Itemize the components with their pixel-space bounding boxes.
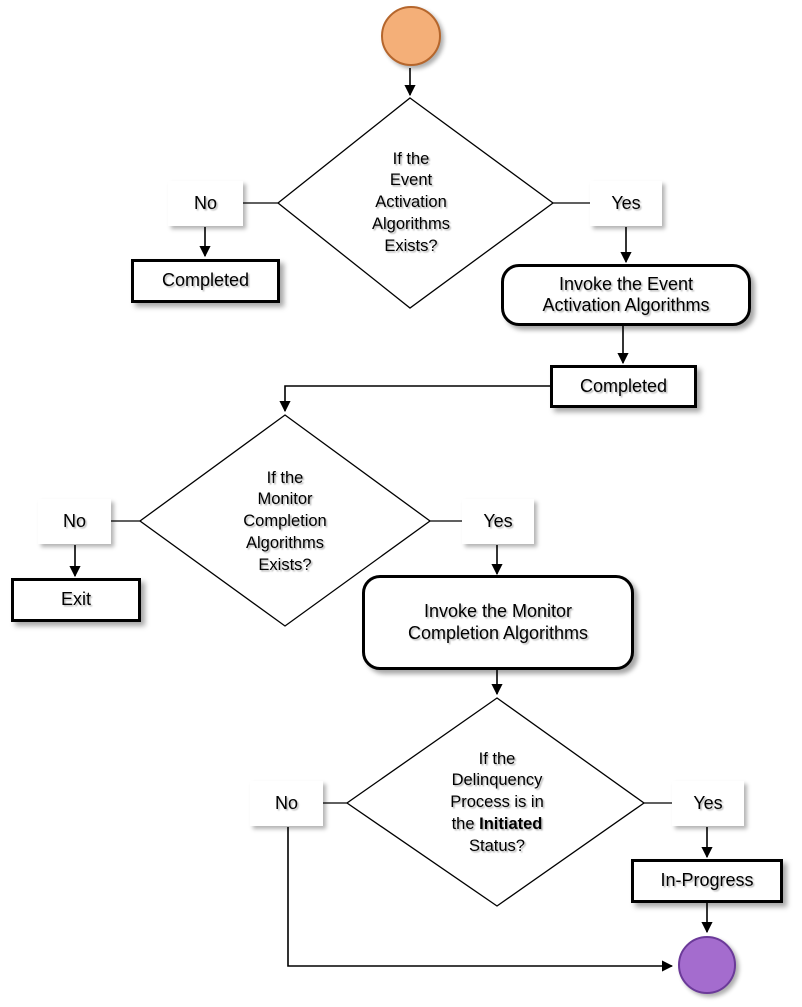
edge-label-no-2-text: No: [62, 510, 86, 531]
process-box-invoke-monitor-completion[interactable]: Invoke the Monitor Completion Algorithms: [362, 575, 634, 670]
decision-monitor-completion-text[interactable]: If the Monitor Completion Algorithms Exi…: [205, 447, 365, 597]
state-box-completed-2-label: Completed: [579, 375, 668, 396]
edge-label-no-1[interactable]: No: [168, 181, 243, 226]
start-terminator-circle[interactable]: [381, 6, 441, 66]
decision2-line-2: Monitor: [257, 490, 313, 509]
decision2-line-1: If the: [266, 468, 304, 487]
decision-delinquency-status-text[interactable]: If the Delinquency Process is in the Ini…: [413, 730, 581, 876]
state-box-completed-1-label: Completed: [161, 270, 250, 291]
state-box-in-progress[interactable]: In-Progress: [631, 859, 783, 903]
decision3-bold-initiated: Initiated: [479, 814, 543, 833]
decision3-line-5: Status?: [469, 836, 525, 855]
decision1-line-4: Algorithms: [372, 214, 450, 233]
process-invoke-event-line-2: Activation Algorithms: [542, 295, 710, 315]
end-terminator-circle[interactable]: [678, 936, 736, 994]
decision3-line-1: If the: [478, 749, 516, 768]
state-box-in-progress-label: In-Progress: [660, 870, 754, 891]
decision-event-activation-text[interactable]: If the Event Activation Algorithms Exist…: [330, 128, 492, 278]
decision1-line-1: If the: [392, 149, 430, 168]
edge-label-no-1-text: No: [193, 192, 217, 213]
state-box-exit[interactable]: Exit: [11, 578, 141, 622]
decision3-line-2: Delinquency: [451, 771, 543, 790]
state-box-completed-2[interactable]: Completed: [550, 365, 697, 408]
decision2-line-3: Completion: [243, 512, 327, 531]
process-invoke-event-line-1: Invoke the Event: [558, 273, 694, 294]
decision3-line-4: the Initiated: [450, 814, 544, 836]
edge-label-yes-2[interactable]: Yes: [462, 499, 534, 544]
process-box-invoke-event-activation[interactable]: Invoke the Event Activation Algorithms: [501, 264, 751, 326]
edge-label-no-2[interactable]: No: [38, 499, 111, 544]
decision2-line-4: Algorithms: [246, 533, 324, 552]
edge-label-yes-2-text: Yes: [483, 510, 513, 531]
process-invoke-monitor-line-1: Invoke the Monitor: [423, 601, 573, 622]
edge-label-no-3[interactable]: No: [250, 781, 323, 826]
edge-label-no-3-text: No: [274, 792, 298, 813]
decision3-line-4-prefix: the: [451, 814, 480, 833]
decision1-line-5: Exists?: [384, 236, 438, 255]
state-box-exit-label: Exit: [60, 589, 91, 610]
edge-label-yes-1[interactable]: Yes: [590, 181, 662, 226]
decision3-line-3: Process is in: [450, 793, 544, 812]
edge-completed2-to-decision2: [279, 385, 550, 413]
decision1-line-2: Event: [389, 171, 433, 190]
decision2-line-5: Exists?: [258, 555, 312, 574]
edge-label-yes-3[interactable]: Yes: [672, 781, 744, 826]
process-invoke-monitor-line-2: Completion Algorithms: [407, 622, 589, 643]
state-box-completed-1[interactable]: Completed: [131, 259, 280, 303]
edge-label-yes-1-text: Yes: [611, 192, 641, 213]
edge-label-yes-3-text: Yes: [693, 792, 723, 813]
decision1-line-3: Activation: [375, 193, 447, 212]
